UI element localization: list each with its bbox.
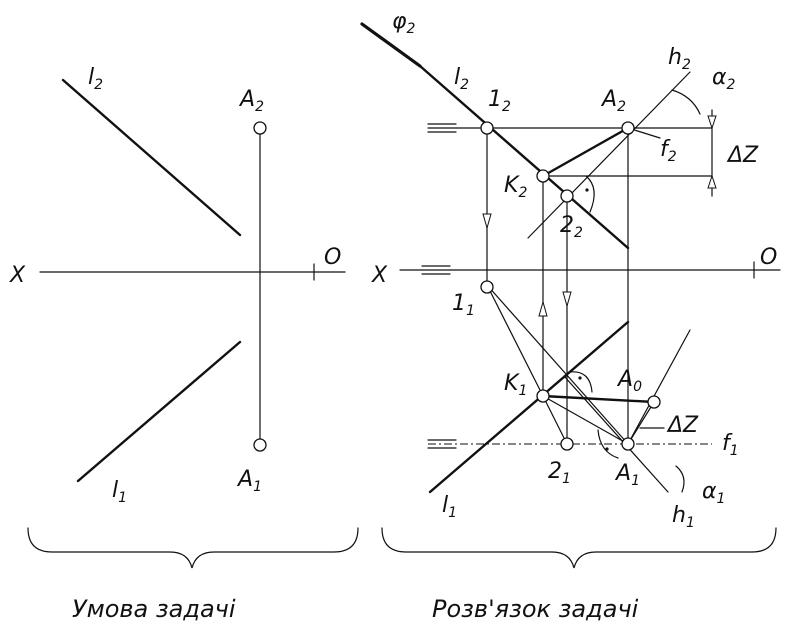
segment-k1-a0 <box>541 394 656 404</box>
line-h1-extension <box>627 329 691 445</box>
point-1-1 <box>480 280 494 294</box>
label-a1-right: A1 <box>614 461 640 489</box>
condition-drawing: l2 A2 X O l1 A1 <box>9 65 359 569</box>
point-k2 <box>536 169 550 183</box>
label-k1: K1 <box>504 371 527 399</box>
line-l2-right <box>418 64 630 250</box>
label-k2: K2 <box>504 173 527 201</box>
label-h2: h2 <box>668 45 691 73</box>
line-1-k1 <box>486 284 544 397</box>
dz-arrow-top <box>707 115 717 130</box>
label-o-right: O <box>760 245 777 270</box>
plane-trace-phi2 <box>360 22 422 68</box>
right-angle-dot-top <box>585 188 589 192</box>
line-h1 <box>563 375 669 493</box>
point-a1-left <box>253 438 267 452</box>
label-x-left: X <box>9 263 26 288</box>
label-2-1: 21 <box>548 459 571 487</box>
label-x-right: X <box>371 263 388 288</box>
label-l2-left: l2 <box>88 65 103 93</box>
point-2-1 <box>560 437 574 451</box>
point-k1 <box>536 389 550 403</box>
brace-left <box>27 527 359 569</box>
right-angle-dot-bottom <box>605 447 609 451</box>
point-a2-right <box>621 121 635 135</box>
label-alpha2: α2 <box>712 65 736 93</box>
label-l1-right: l1 <box>442 493 457 521</box>
line-1-a1 <box>486 284 629 445</box>
line-l1-left <box>76 340 242 483</box>
solution-drawing: φ2 l2 12 A2 h2 α2 f2 ΔZ K2 22 X O 11 K1 … <box>360 9 781 569</box>
label-l1-left: l1 <box>112 478 127 506</box>
point-2-2 <box>560 189 574 203</box>
label-a2-left: A2 <box>238 87 264 115</box>
label-a2-right: A2 <box>600 87 626 115</box>
point-a2-left <box>253 121 267 135</box>
dz-arrow-bottom <box>707 174 717 189</box>
label-f1: f1 <box>722 431 739 459</box>
point-a0 <box>647 395 661 409</box>
label-dz-bottom: ΔZ <box>666 413 699 438</box>
point-1-2 <box>480 121 494 135</box>
label-a1-left: A1 <box>236 467 262 495</box>
point-a1-right <box>621 437 635 451</box>
angle-arc-alpha1 <box>675 465 685 493</box>
label-1-1: 11 <box>452 291 475 319</box>
link-2-arrow <box>562 291 572 308</box>
label-dz-top: ΔZ <box>726 143 759 168</box>
link-1-arrow <box>482 213 492 230</box>
link-k-arrow <box>538 300 548 317</box>
brace-right <box>381 527 777 569</box>
line-l1-right <box>428 320 630 494</box>
caption-condition: Умова задачі <box>72 595 236 623</box>
label-h1: h1 <box>672 503 695 531</box>
label-o-left: O <box>324 245 341 270</box>
angle-arc-alpha2 <box>671 89 701 115</box>
line-h2 <box>527 71 691 239</box>
label-phi2: φ2 <box>392 9 416 37</box>
label-f2: f2 <box>660 137 677 165</box>
label-2-2: 22 <box>560 213 583 241</box>
label-alpha1: α1 <box>702 479 725 507</box>
line-k1-2 <box>542 395 568 445</box>
right-angle-arc-top <box>585 175 595 213</box>
line-k1-a1 <box>542 395 629 445</box>
segment-a2-k2 <box>541 126 630 178</box>
caption-solution: Розв'язок задачі <box>432 595 639 623</box>
right-angle-dot-mid <box>578 376 582 380</box>
label-l2-right: l2 <box>454 65 469 93</box>
line-l2-left <box>61 78 242 237</box>
label-a0: A0 <box>616 367 642 395</box>
label-1-2: 12 <box>488 87 511 115</box>
right-angle-arc-bottom <box>597 429 619 459</box>
right-angle-arc-mid <box>569 371 593 393</box>
